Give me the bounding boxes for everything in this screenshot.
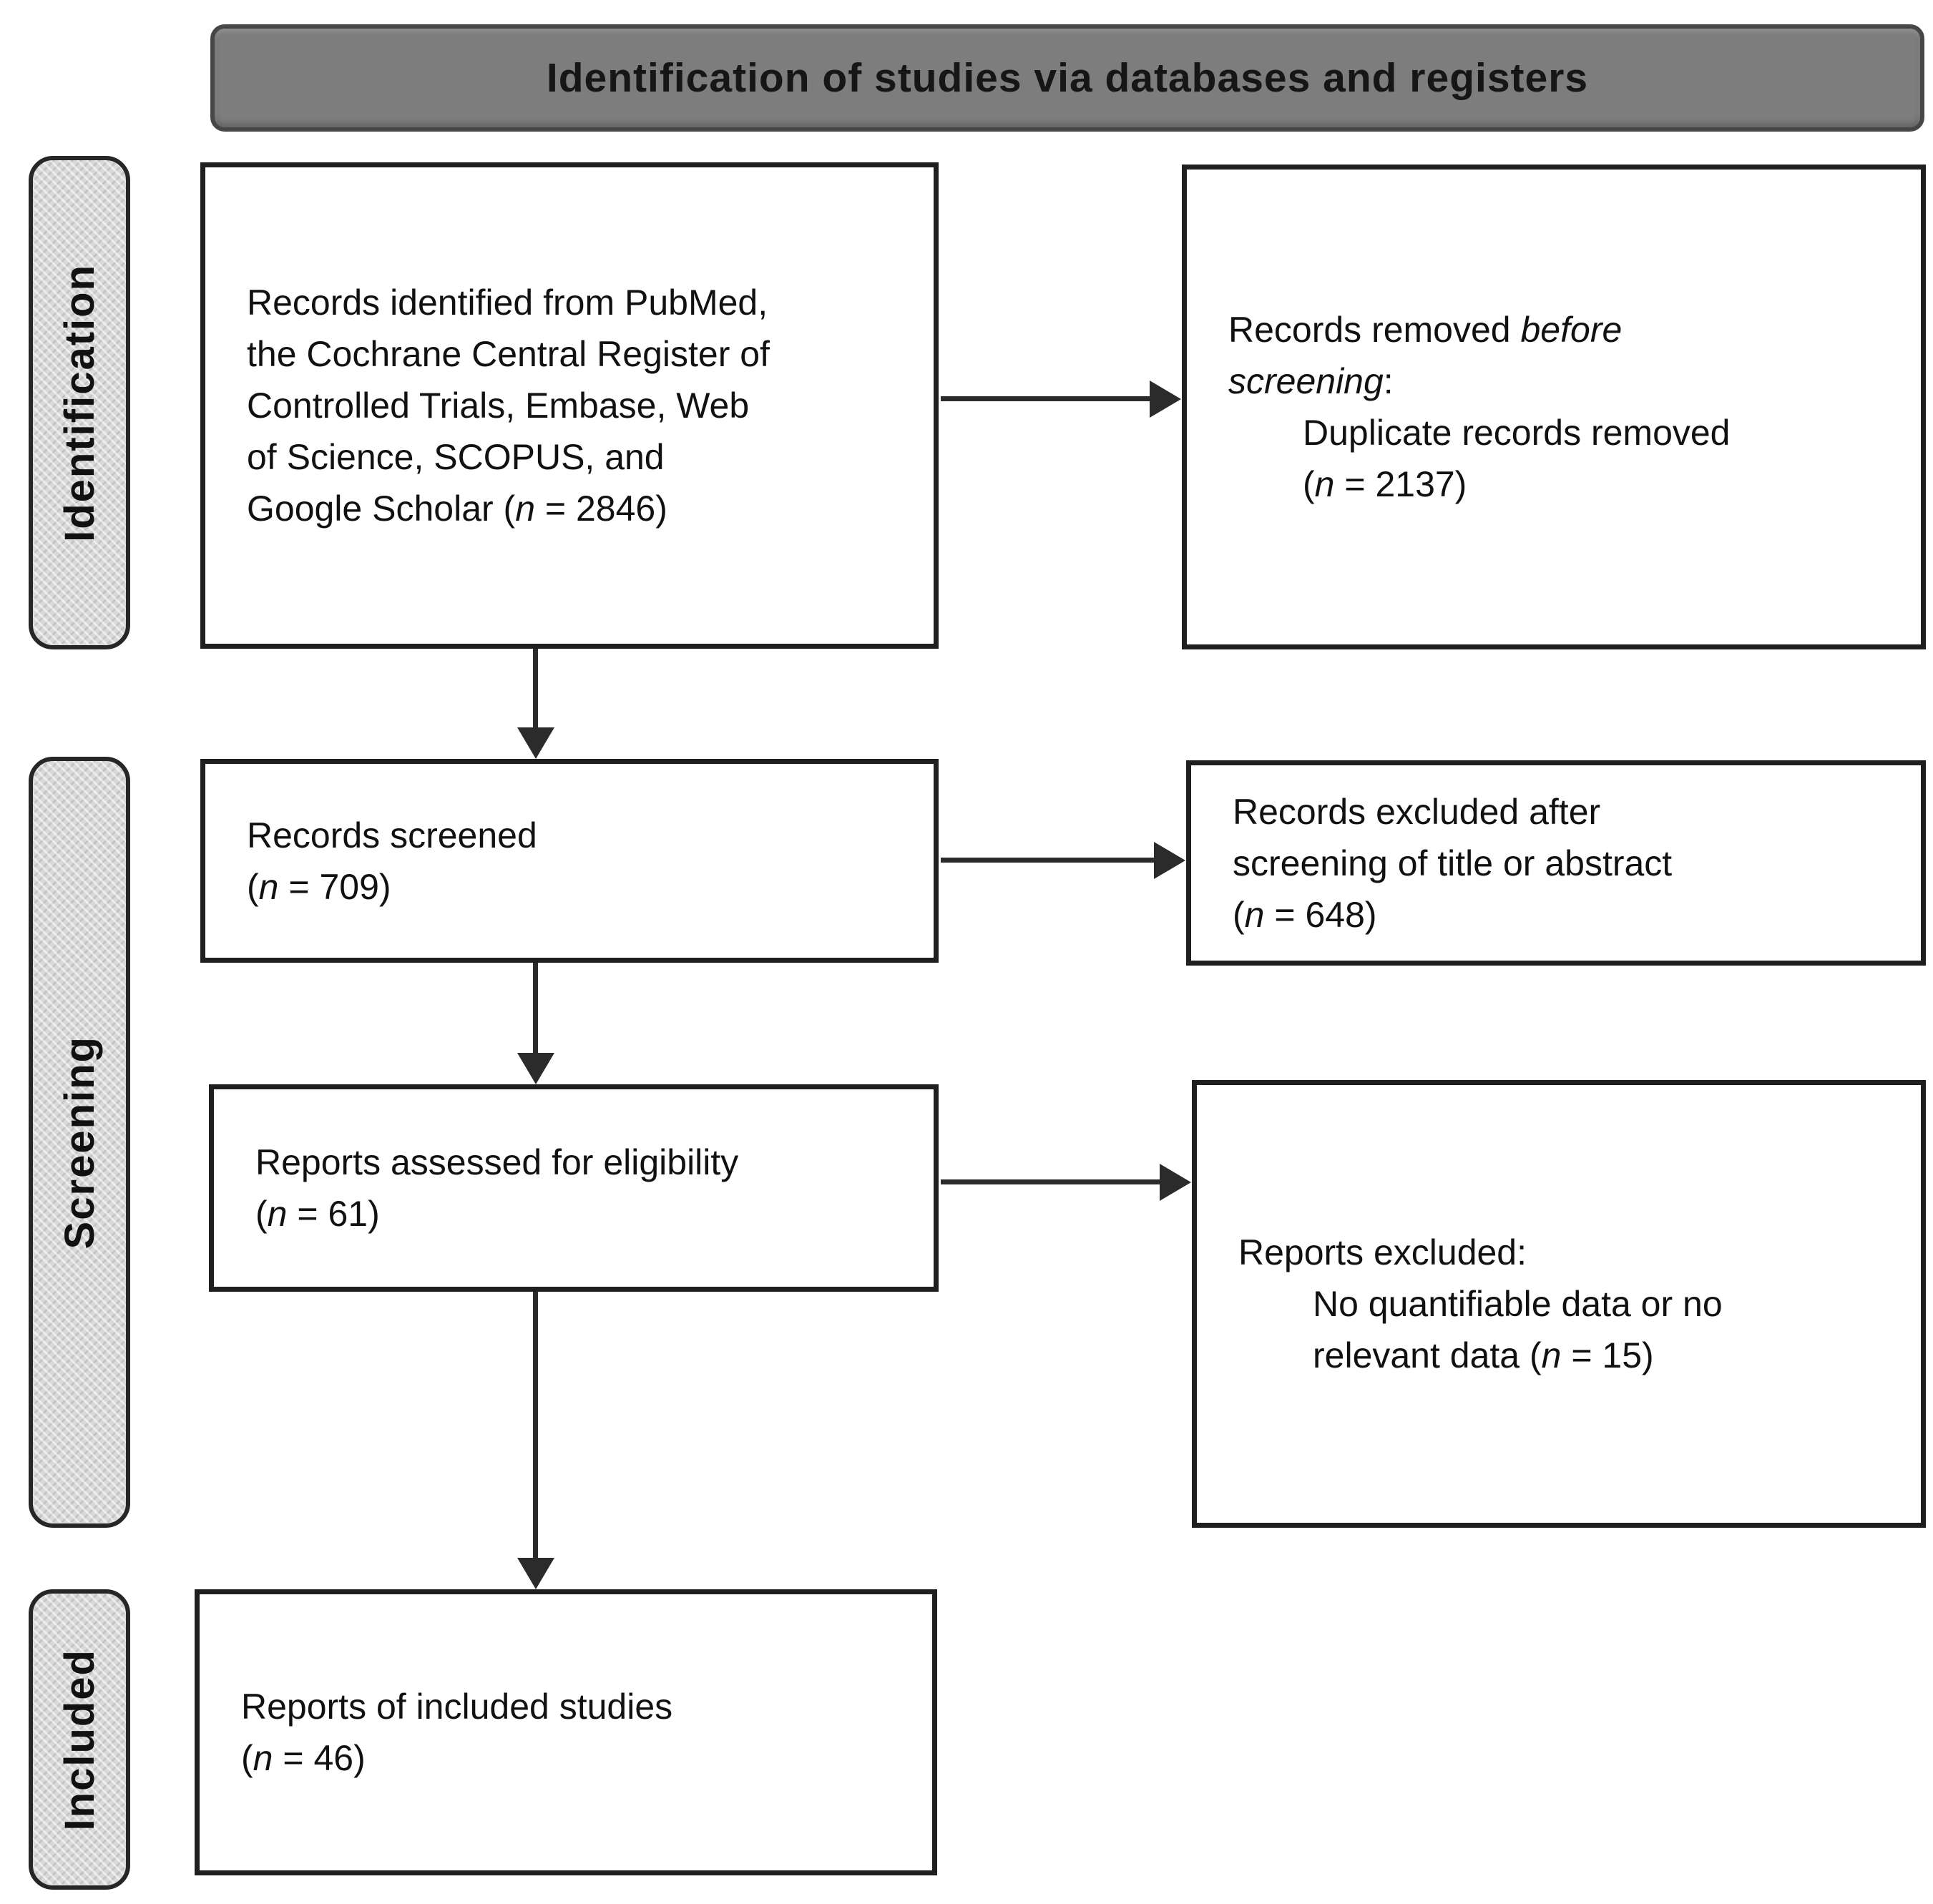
box-records-identified: Records identified from PubMed, the Coch… (200, 162, 939, 649)
stage-screening: Screening (29, 757, 130, 1528)
arrowhead-right-icon (1150, 380, 1181, 418)
box-reports-excluded-lead: Reports excluded: (1238, 1232, 1527, 1272)
n-count-included: (n = 46) (241, 1738, 366, 1778)
box-records-removed: Records removed before screening: Duplic… (1182, 165, 1926, 649)
arrowhead-down-icon (517, 727, 554, 759)
box-reports-assessed-text: Reports assessed for eligibility (255, 1142, 739, 1182)
box-records-screened: Records screened (n = 709) (200, 759, 939, 963)
box-records-identified-text: Records identified from PubMed, the Coch… (247, 283, 770, 529)
box-records-excluded-text: Records excluded after screening of titl… (1233, 791, 1673, 883)
arrowhead-right-icon (1154, 841, 1185, 879)
arrowhead-down-icon (517, 1053, 554, 1084)
stage-included: Included (29, 1589, 130, 1890)
box-reports-assessed: Reports assessed for eligibility (n = 61… (209, 1084, 939, 1292)
box-records-removed-lead: Records removed before screening: (1228, 310, 1623, 401)
arrow-identified-to-removed (941, 380, 1181, 418)
n-count-removed: (n = 2137) (1303, 464, 1467, 504)
n-count-identified: (n = 2846) (503, 489, 667, 529)
arrow-screened-to-assessed (517, 963, 554, 1084)
arrowhead-right-icon (1160, 1163, 1191, 1201)
stage-included-label: Included (56, 1648, 103, 1831)
box-reports-included-text: Reports of included studies (241, 1687, 673, 1727)
diagram-title: Identification of studies via databases … (546, 55, 1589, 101)
stage-identification-label: Identification (56, 263, 103, 542)
n-count-reports-excluded: (n = 15) (1529, 1335, 1654, 1375)
box-reports-included: Reports of included studies (n = 46) (195, 1589, 937, 1875)
arrow-screened-to-excluded (941, 841, 1185, 879)
stage-screening-label: Screening (56, 1035, 103, 1250)
arrow-assessed-to-included (517, 1292, 554, 1589)
arrow-identified-to-screened (517, 649, 554, 759)
n-count-assessed: (n = 61) (255, 1194, 380, 1234)
n-count-screened: (n = 709) (247, 866, 391, 907)
box-records-screened-text: Records screened (247, 815, 537, 855)
arrow-assessed-to-excluded (941, 1163, 1191, 1201)
box-reports-excluded: Reports excluded: No quantifiable data o… (1192, 1080, 1926, 1528)
n-count-records-excluded: (n = 648) (1233, 894, 1377, 935)
box-reports-excluded-item: No quantifiable data or no relevant data… (1313, 1284, 1723, 1375)
stage-identification: Identification (29, 156, 130, 649)
header-banner: Identification of studies via databases … (210, 24, 1924, 132)
box-records-removed-item: Duplicate records removed (1303, 413, 1731, 453)
arrowhead-down-icon (517, 1558, 554, 1589)
box-records-excluded: Records excluded after screening of titl… (1186, 760, 1926, 966)
